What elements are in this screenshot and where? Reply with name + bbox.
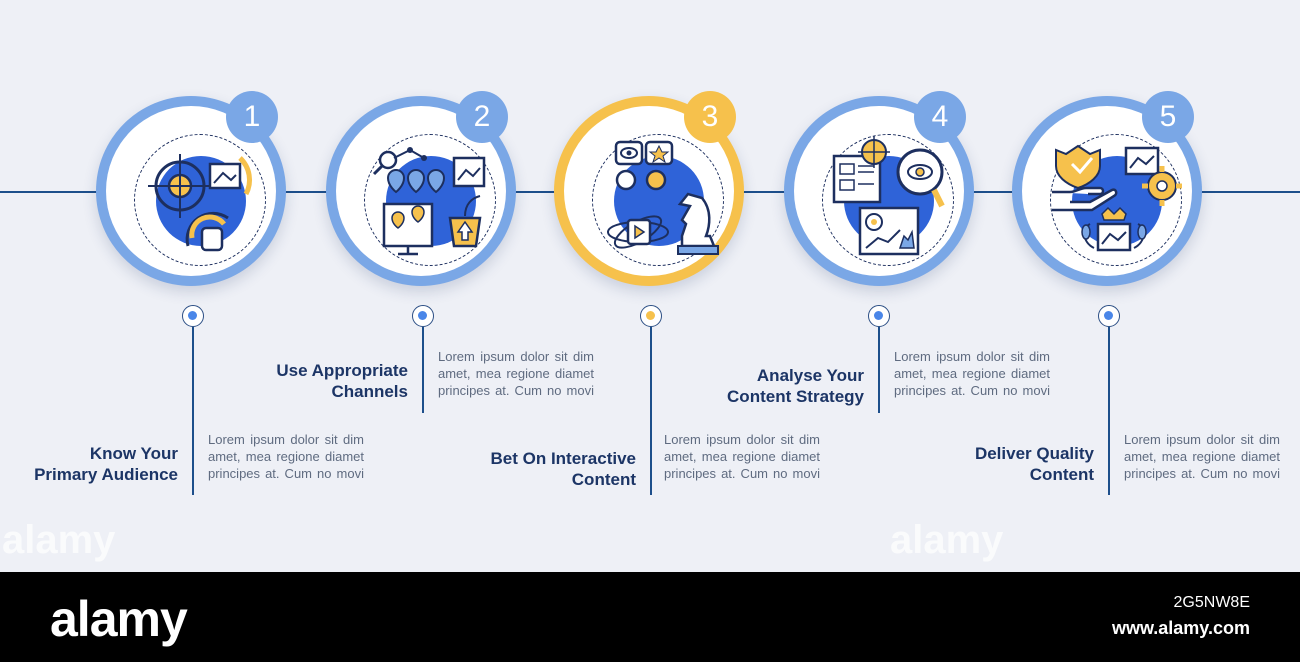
step-3-description: Lorem ipsum dolor sit dim amet, mea regi… [664,432,820,481]
quality-content-icon [1052,144,1182,252]
watermark-left: alamy [2,518,116,562]
step-1-marker [182,305,204,327]
infographic-canvas: alamy alamy 1 [0,0,1300,572]
target-audience-icon [148,154,252,252]
step-1-number-badge: 1 [226,91,278,143]
step-5-connector [1108,327,1110,495]
step-2-ring [326,96,516,286]
step-5-number-badge: 5 [1142,91,1194,143]
step-4-description: Lorem ipsum dolor sit dim amet, mea regi… [894,349,1050,398]
footer-bar: alamy 2G5NW8E www.alamy.com [0,572,1300,662]
step-1-connector [192,327,194,495]
step-4-connector [878,327,880,413]
step-3-marker [640,305,662,327]
step-3-number-badge: 3 [684,91,736,143]
step-4-number-badge: 4 [914,91,966,143]
analysis-icon [832,136,945,256]
step-4-marker [868,305,890,327]
channels-map-icon [372,147,486,256]
step-5-ring [1012,96,1202,286]
footer-url[interactable]: www.alamy.com [1111,618,1250,638]
step-2-number-badge: 2 [456,91,508,143]
watermark-right: alamy [890,518,1004,562]
image-id: 2G5NW8E [1173,594,1250,611]
step-5-marker [1098,305,1120,327]
interactive-content-icon [607,140,719,255]
step-3-connector [650,327,652,495]
step-2-marker [412,305,434,327]
step-5-description: Lorem ipsum dolor sit dim amet, mea regi… [1124,432,1280,481]
step-2-connector [422,327,424,413]
step-1-description: Lorem ipsum dolor sit dim amet, mea regi… [208,432,364,481]
step-2-description: Lorem ipsum dolor sit dim amet, mea regi… [438,349,594,398]
alamy-logo: alamy [50,591,188,647]
